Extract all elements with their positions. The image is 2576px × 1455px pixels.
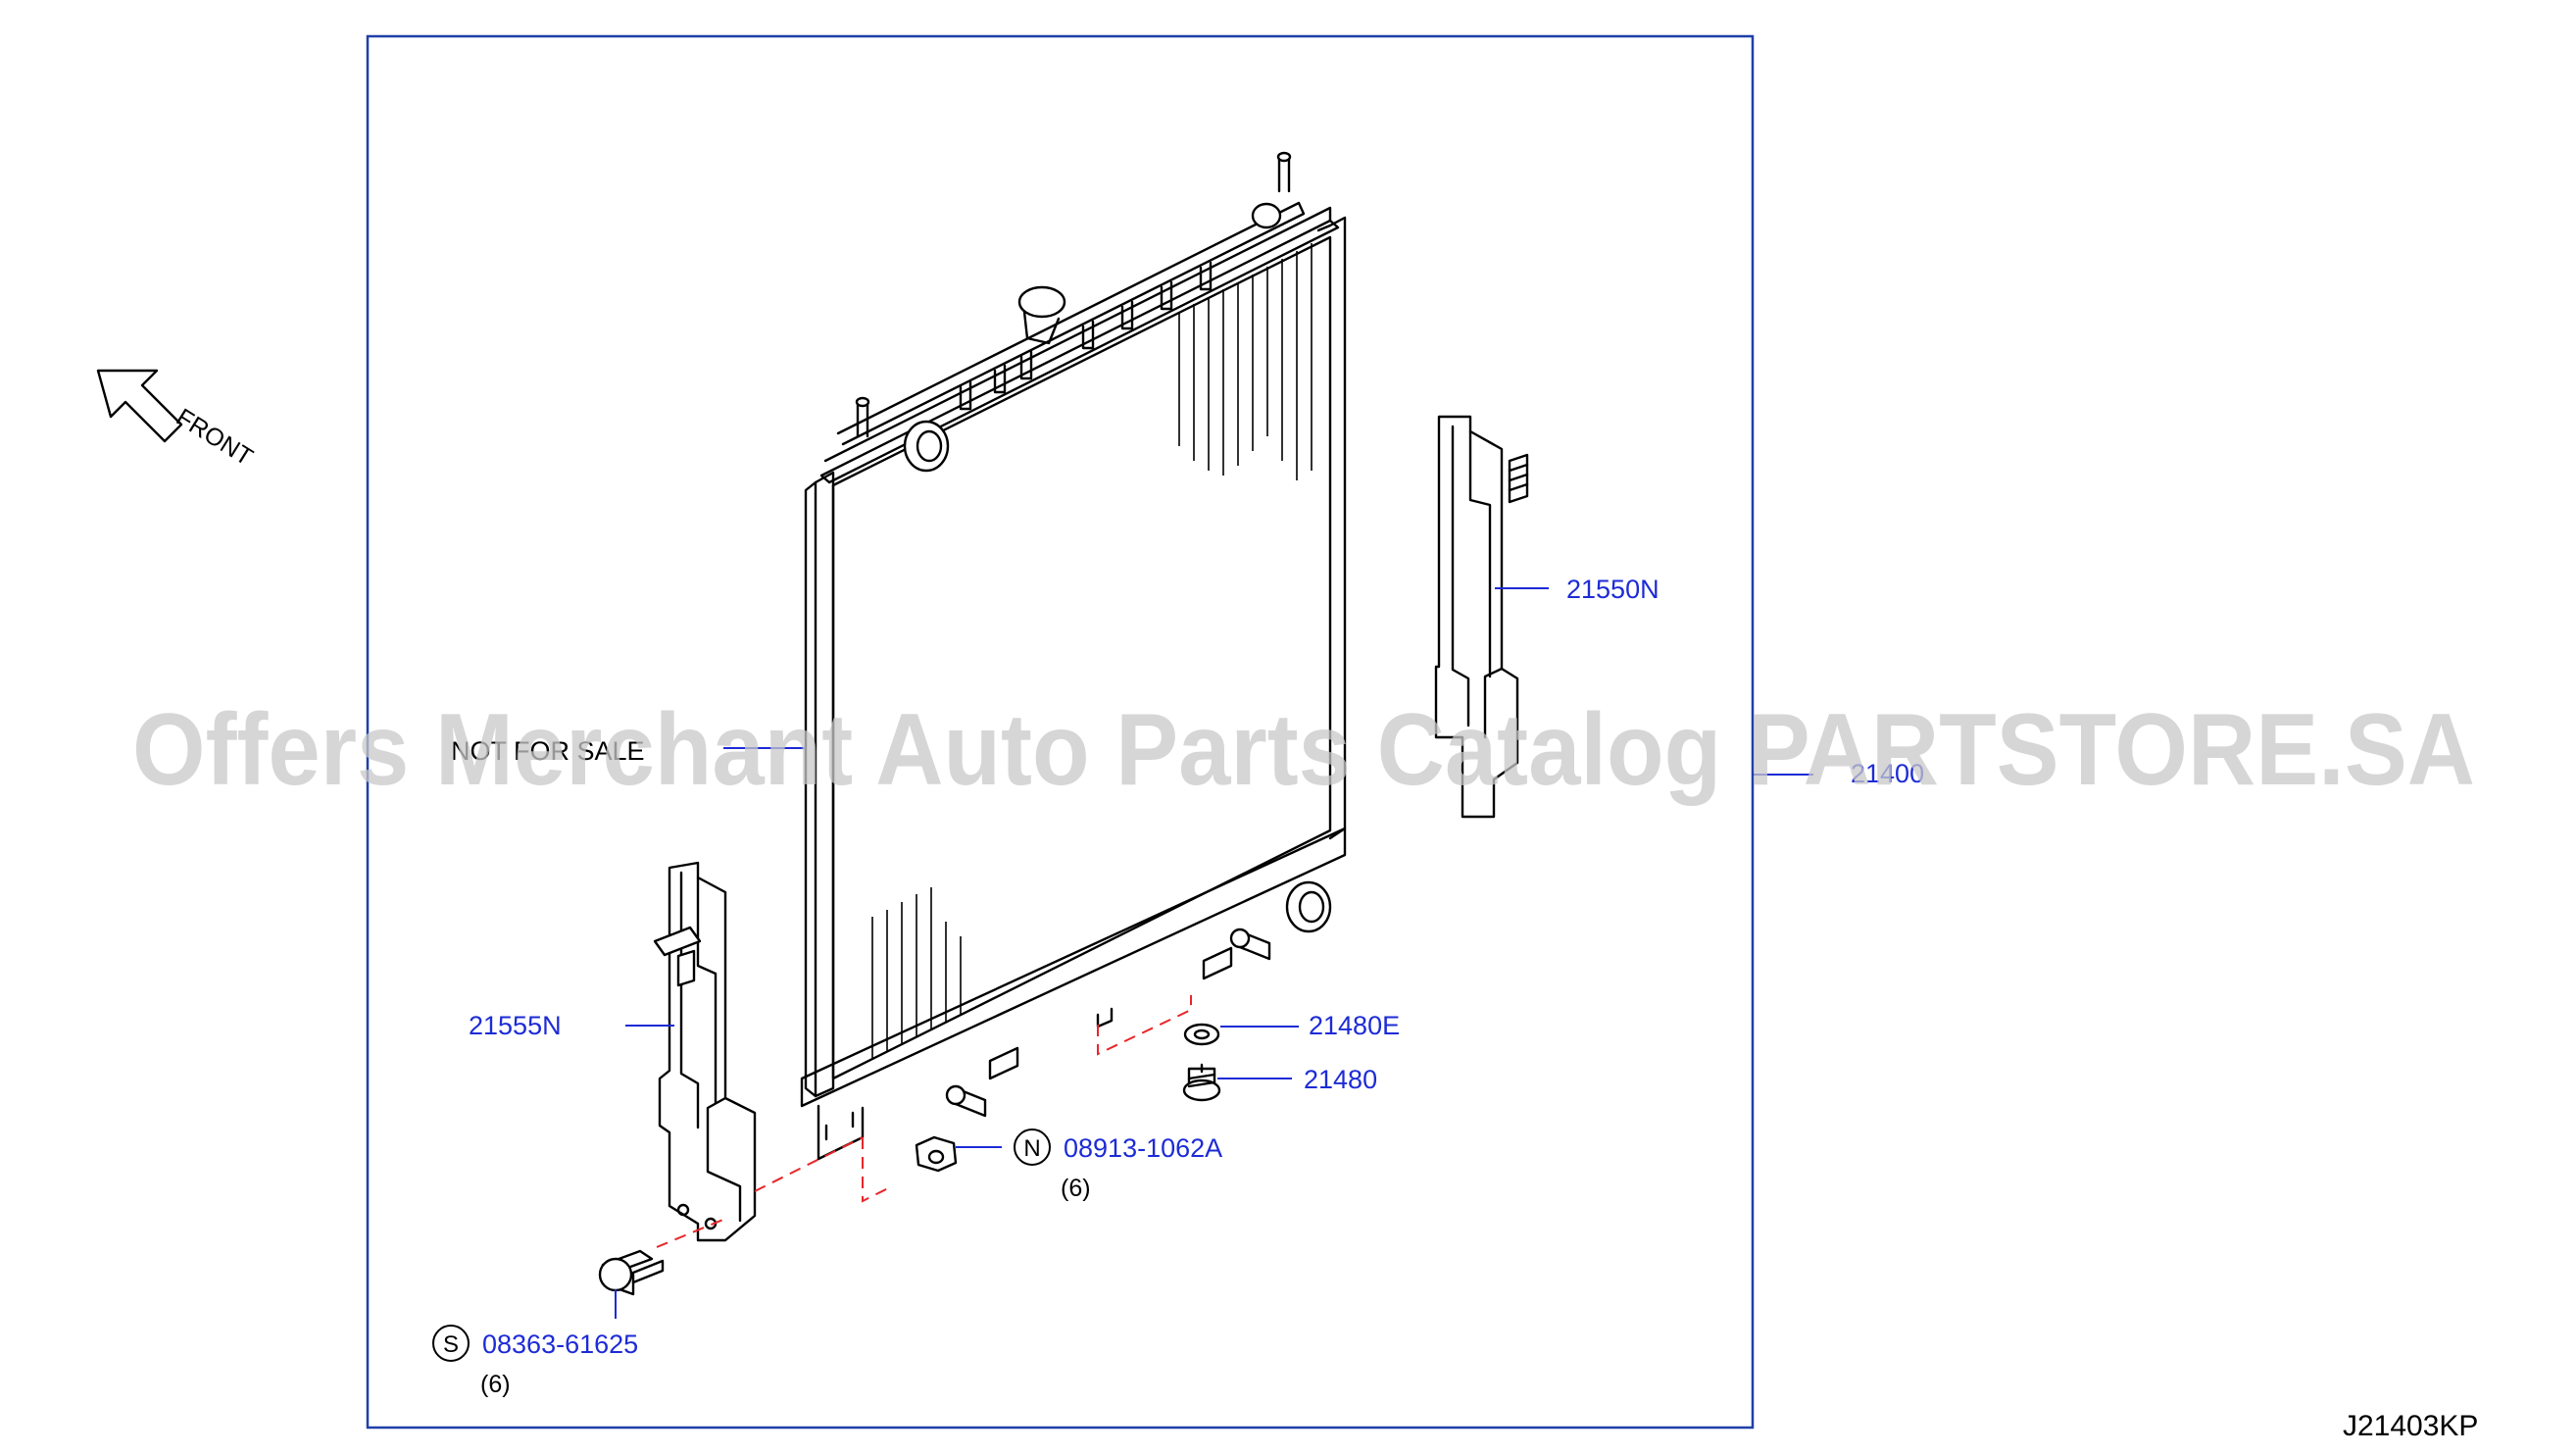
shroud-right-drawing xyxy=(1434,415,1529,819)
badge-s xyxy=(432,1325,470,1362)
shroud-bolt-icon xyxy=(598,1249,665,1296)
label-08913-1062a[interactable]: 08913-1062A xyxy=(1064,1133,1222,1163)
bolt-icon xyxy=(1182,1063,1221,1102)
qty-bolt: (6) xyxy=(480,1371,511,1398)
alignment-line xyxy=(1097,995,1192,1056)
label-21550n[interactable]: 21550N xyxy=(1566,575,1660,604)
nut-icon xyxy=(915,1135,958,1173)
label-21480e[interactable]: 21480E xyxy=(1309,1011,1400,1040)
diagram-code: J21403KP xyxy=(2343,1410,2478,1442)
qty-nut: (6) xyxy=(1061,1175,1091,1202)
alignment-line xyxy=(754,1136,864,1192)
badge-n xyxy=(1014,1129,1051,1166)
badge-s-text: S xyxy=(443,1331,459,1358)
front-arrow-icon xyxy=(96,369,183,443)
alignment-line xyxy=(862,1137,893,1203)
label-21555n[interactable]: 21555N xyxy=(469,1011,562,1040)
badge-n-text: N xyxy=(1023,1135,1040,1162)
alignment-line xyxy=(656,1218,726,1248)
label-21480[interactable]: 21480 xyxy=(1304,1065,1377,1094)
diagram-frame xyxy=(366,34,1755,1430)
not-for-sale: NOT FOR SALE xyxy=(451,736,645,766)
shroud-left-drawing xyxy=(653,861,757,1242)
watermark: Offers Merchant Auto Parts Catalog PARTS… xyxy=(132,693,2475,807)
label-08363-61625[interactable]: 08363-61625 xyxy=(482,1330,638,1359)
label-21400[interactable]: 21400 xyxy=(1851,759,1924,788)
washer-icon xyxy=(1183,1023,1220,1046)
front-label: FRONT xyxy=(172,403,258,471)
radiator-drawing xyxy=(800,151,1347,1161)
